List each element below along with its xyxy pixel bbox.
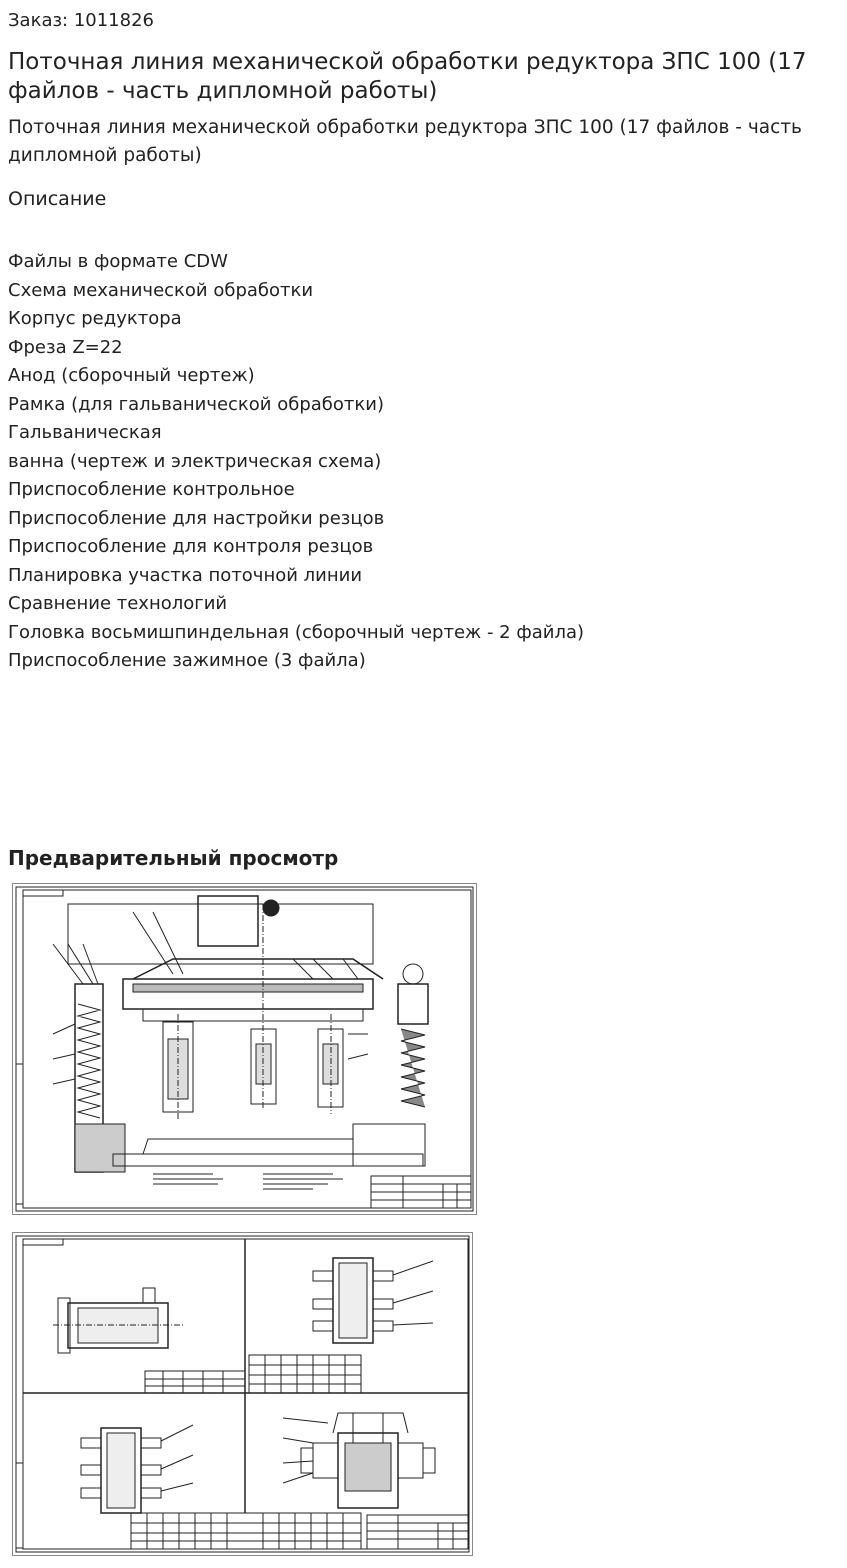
list-item: Планировка участка поточной линии: [8, 564, 363, 586]
list-item: Приспособление зажимное (3 файла): [8, 650, 366, 671]
page-title: Поточная линия механической обработки ре…: [8, 49, 807, 104]
list-item: Сравнение технологий: [8, 593, 228, 614]
list-item: Схема механической обработки: [8, 279, 314, 301]
list-item: Приспособление контрольное: [8, 479, 295, 500]
list-item: Приспособление для контроля резцов: [8, 536, 374, 557]
technical-drawing: [15, 886, 474, 1212]
description-heading: Описание: [8, 188, 107, 210]
list-item: Анод (сборочный чертеж): [8, 365, 255, 386]
file-list: Файлы в формате CDW Схема механической о…: [8, 248, 584, 676]
preview-image-assembly-drawing[interactable]: [12, 883, 477, 1215]
list-item: Приспособление для настройки резцов: [8, 507, 385, 529]
technical-drawing: [15, 1235, 470, 1553]
preview-heading: Предварительный просмотр: [8, 846, 339, 870]
list-item: Головка восьмишпиндельная (сборочный чер…: [8, 621, 585, 643]
list-item: Гальваническая: [8, 422, 162, 443]
list-item: Корпус редуктора: [8, 308, 182, 329]
preview-image-fixture-drawing[interactable]: [12, 1232, 473, 1556]
list-item: Фреза Z=22: [8, 336, 123, 358]
product-subtitle: Поточная линия механической обработки ре…: [8, 117, 802, 166]
list-item: ванна (чертеж и электрическая схема): [8, 450, 382, 472]
list-item: Рамка (для гальванической обработки): [8, 393, 384, 415]
order-number: Заказ: 1011826: [8, 10, 154, 31]
list-item: Файлы в формате CDW: [8, 251, 228, 272]
